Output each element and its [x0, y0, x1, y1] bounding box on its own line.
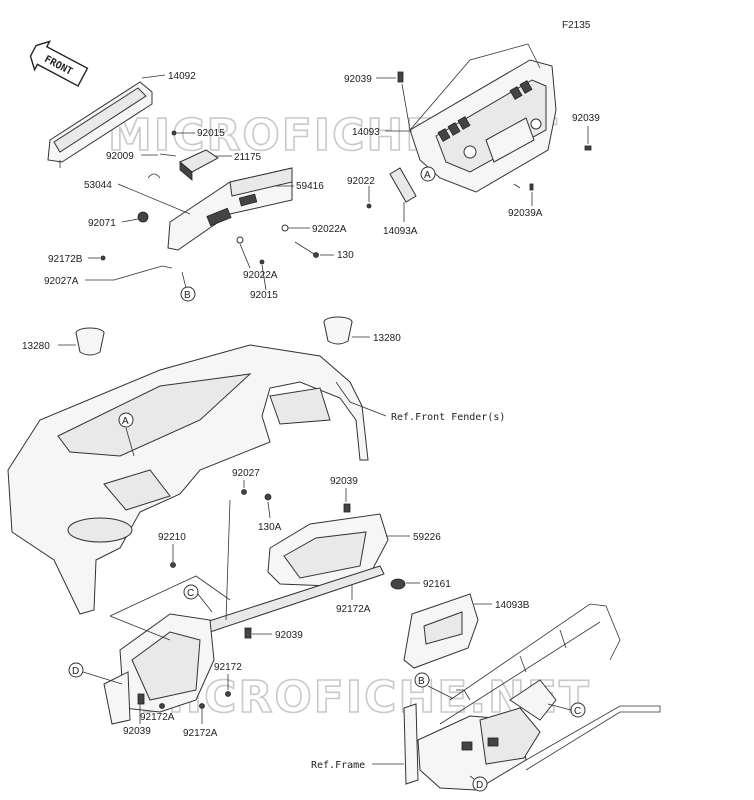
label-14093: 14093: [352, 127, 380, 138]
screw-92210: [170, 562, 176, 568]
callout-D-left: [68, 662, 84, 678]
label-92039-b: 92039: [275, 630, 303, 641]
callout-C-frame-label: C: [574, 706, 581, 717]
nut-130A: [264, 493, 272, 501]
label-92009: 92009: [106, 151, 134, 162]
label-13280-right: 13280: [373, 333, 401, 344]
screw-92015-b: [259, 259, 265, 265]
screw-92022: [366, 203, 372, 209]
washer-92022A-b: [236, 236, 244, 244]
trim-14093B: [403, 593, 479, 669]
meter-cover-14092: [47, 81, 153, 168]
lower-side-panel: [103, 613, 215, 725]
callout-B-frame: [414, 672, 430, 688]
label-92172A-b2: 92172A: [183, 728, 218, 739]
label-14092: 14092: [168, 71, 196, 82]
bolt-130: [313, 252, 319, 258]
callout-C-mid: [183, 584, 199, 600]
callout-A-top: [420, 166, 436, 182]
label-59226: 59226: [413, 532, 441, 543]
label-59416: 59416: [296, 181, 324, 192]
clip-92039-r: [584, 145, 592, 151]
label-92172B: 92172B: [48, 254, 83, 265]
clip-92039-b: [244, 627, 252, 639]
callout-A-mid-label: A: [122, 416, 129, 427]
label-130: 130: [337, 250, 354, 261]
screw-92027: [241, 489, 247, 495]
glove-box-59226: [267, 513, 389, 587]
label-92172A-bl: 92172A: [140, 712, 175, 723]
ref-front-fender: Ref.Front Fender(s): [391, 412, 505, 423]
label-92027: 92027: [232, 468, 260, 479]
clip-92039-m: [343, 503, 351, 513]
callout-D-frame: [472, 776, 488, 792]
trim-14093A: [389, 167, 417, 203]
clip-53044: [147, 173, 161, 179]
callout-D-frame-label: D: [476, 780, 483, 791]
label-92022A-r: 92022A: [312, 224, 347, 235]
label-14093A: 14093A: [383, 226, 418, 237]
cup-holder-13280-left: [75, 327, 105, 356]
screw-92172A-bl: [159, 703, 165, 709]
grommet-92071: [137, 211, 149, 223]
callout-B-frame-label: B: [418, 676, 425, 687]
cup-holder-13280-right: [323, 316, 353, 345]
label-130A: 130A: [258, 522, 282, 533]
label-92039-r: 92039: [572, 113, 600, 124]
label-92210: 92210: [158, 532, 186, 543]
meter-unit-59416: [167, 167, 293, 251]
label-92039-tr: 92039: [344, 74, 372, 85]
callout-B-top-label: B: [184, 290, 191, 301]
label-92172: 92172: [214, 662, 242, 673]
callout-C-mid-label: C: [187, 588, 194, 599]
callout-D-left-label: D: [72, 666, 79, 677]
ref-frame: Ref.Frame: [311, 760, 365, 771]
label-92161: 92161: [423, 579, 451, 590]
label-92015-top: 92015: [197, 128, 225, 139]
label-14093B: 14093B: [495, 600, 530, 611]
label-21175: 21175: [234, 152, 262, 163]
label-92015-b: 92015: [250, 290, 278, 301]
label-92039-m: 92039: [330, 476, 358, 487]
screw-92172B: [100, 255, 106, 261]
label-92022: 92022: [347, 176, 375, 187]
bumper-92161: [390, 578, 406, 590]
callout-A-top-label: A: [424, 170, 431, 181]
label-92022A-b: 92022A: [243, 270, 278, 281]
frame-assembly: [403, 603, 661, 791]
label-92071: 92071: [88, 218, 116, 229]
label-92172A-m: 92172A: [336, 604, 371, 615]
label-92027A: 92027A: [44, 276, 79, 287]
front-arrow-icon: FRONT: [29, 40, 89, 87]
relay-21175: [179, 149, 219, 181]
callout-B-top: [180, 286, 196, 302]
dash-body: [7, 344, 369, 615]
dash-panel-14093: [409, 59, 557, 193]
figure-id: F2135: [562, 20, 591, 31]
clip-92039-tr: [397, 71, 404, 83]
clip-92039A: [529, 183, 534, 191]
clip-92039-bl: [137, 693, 145, 705]
label-92039-bl: 92039: [123, 726, 151, 737]
label-92039A: 92039A: [508, 208, 543, 219]
label-53044: 53044: [84, 180, 112, 191]
washer-92022A-r: [281, 224, 289, 232]
screw-92172: [225, 691, 231, 697]
callout-A-mid: [118, 412, 134, 428]
screw-92015-top: [171, 130, 177, 136]
label-13280-left: 13280: [22, 341, 50, 352]
screw-92172A-b2: [199, 703, 205, 709]
